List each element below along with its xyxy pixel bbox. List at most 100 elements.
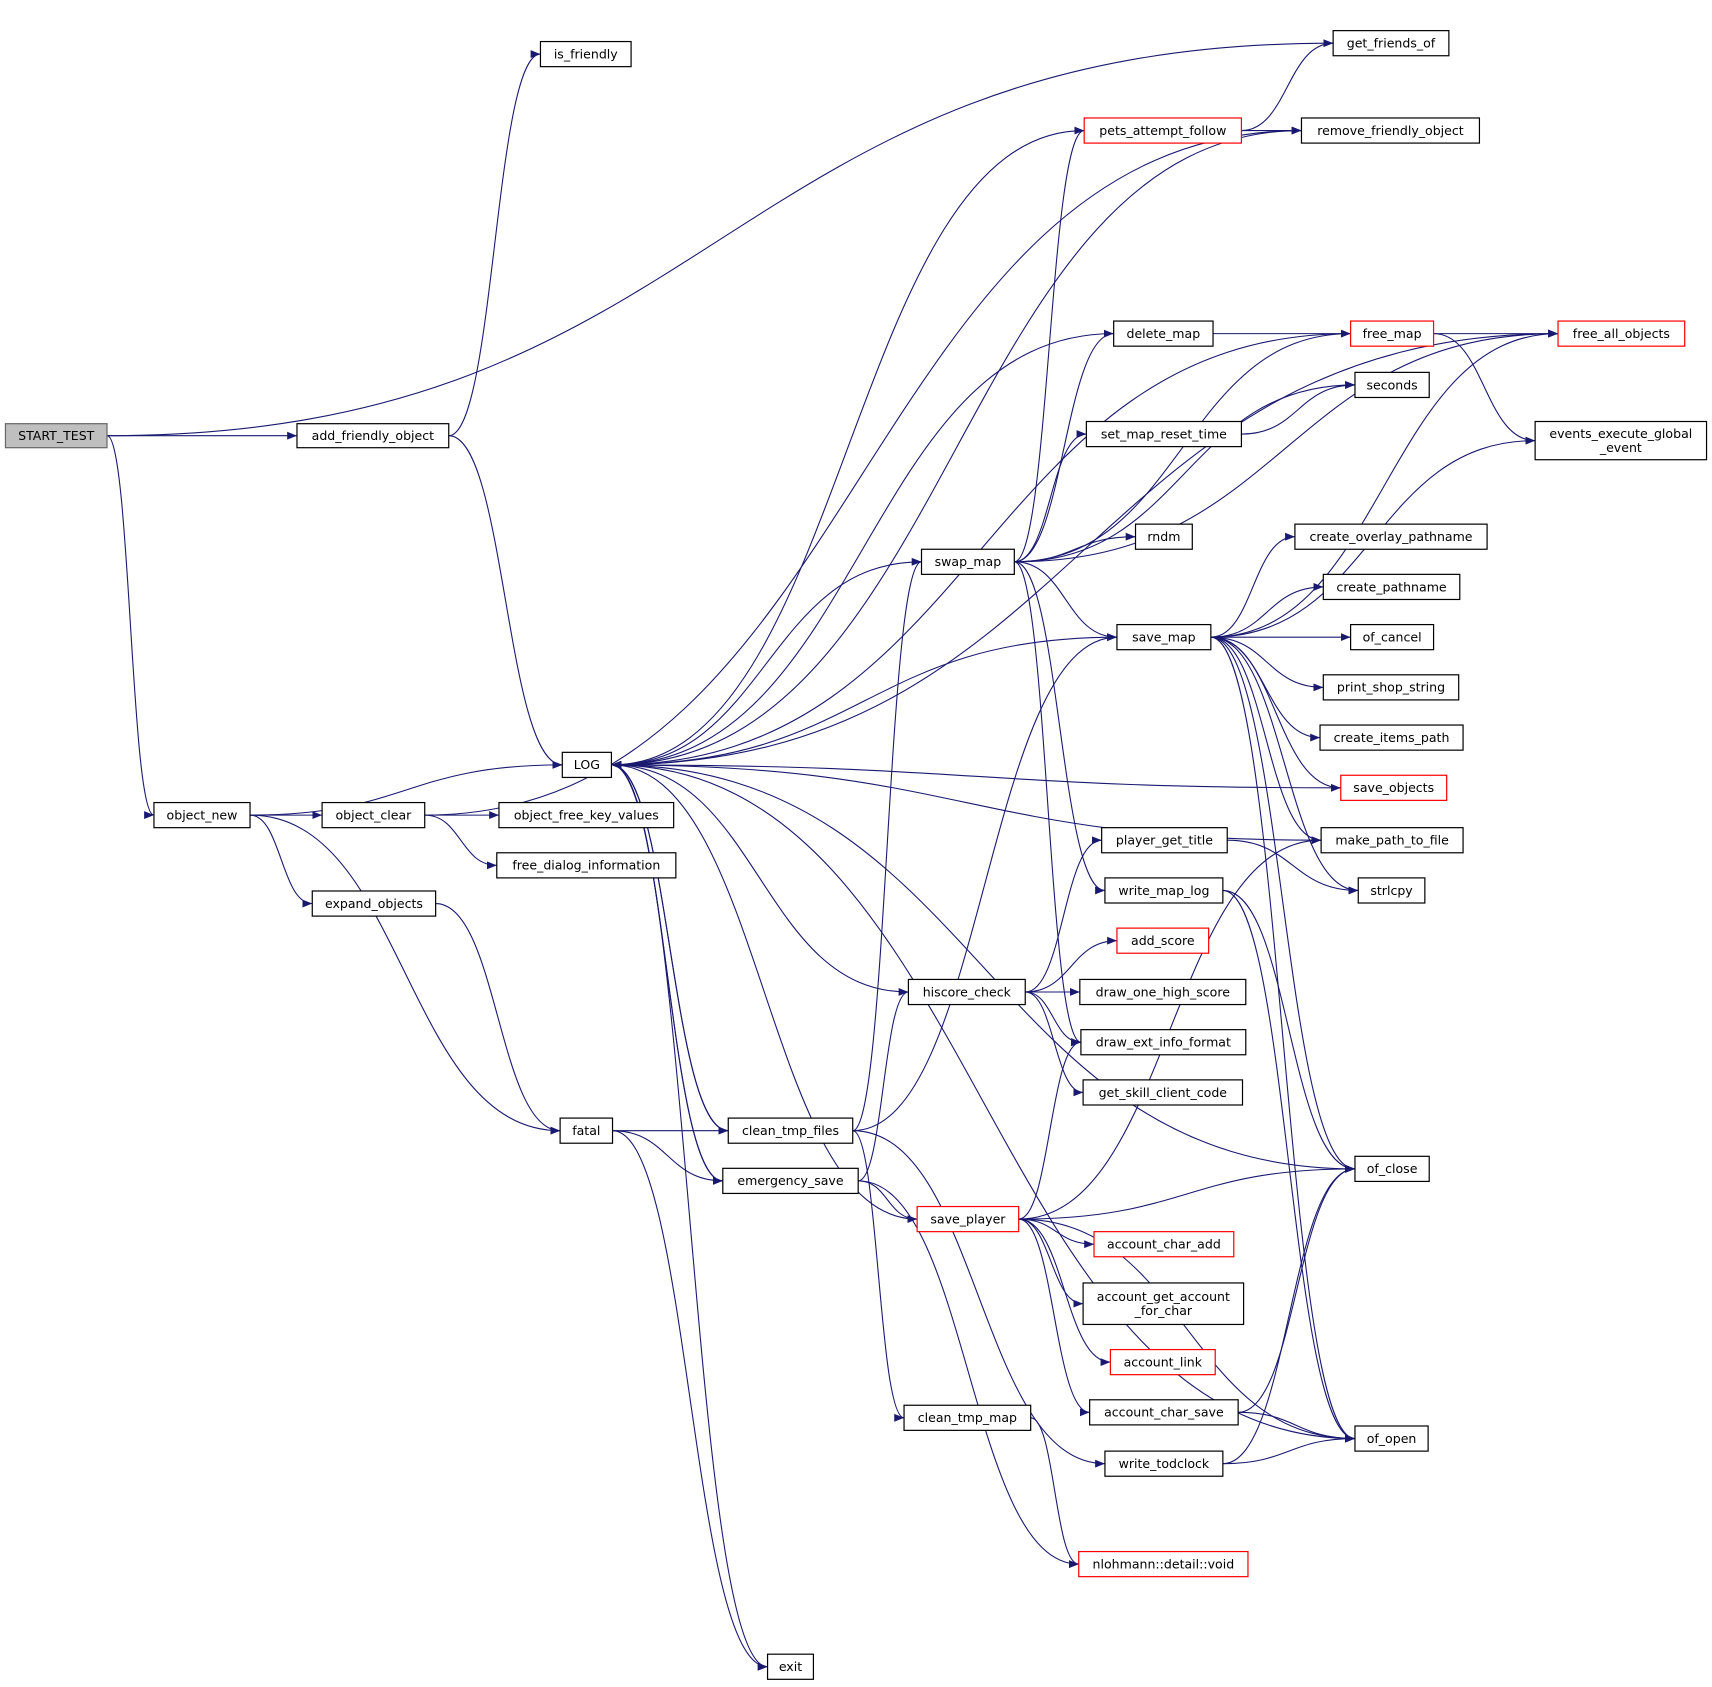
- node-make-path-to-file[interactable]: make_path_to_file: [1320, 827, 1464, 854]
- edge-save-map-to-make-path-to-file: [1210, 636, 1322, 845]
- node-label: account_char_save: [1104, 1405, 1224, 1420]
- node-label: exit: [779, 1659, 802, 1674]
- node-label: make_path_to_file: [1335, 833, 1449, 848]
- node-draw-one-high-score[interactable]: draw_one_high_score: [1079, 978, 1247, 1006]
- node-get-friends-of[interactable]: get_friends_of: [1332, 30, 1450, 57]
- edge-hiscore-check-to-get-skill-client-code: [1025, 991, 1084, 1097]
- node-label: account_link: [1124, 1354, 1203, 1369]
- edge-delete-map-to-log: [611, 333, 1114, 769]
- edge-add-friendly-object-to-log: [448, 435, 563, 769]
- node-start-test[interactable]: START_TEST: [4, 423, 108, 449]
- node-seconds[interactable]: seconds: [1354, 371, 1430, 399]
- edge-hiscore-check-to-draw-ext-info-format: [1025, 991, 1081, 1047]
- node-rndm[interactable]: rndm: [1134, 523, 1193, 550]
- node-write-todclock[interactable]: write_todclock: [1104, 1450, 1224, 1477]
- node-box: [498, 801, 675, 829]
- node-account-get-account-for-char[interactable]: account_get_account_for_char: [1082, 1282, 1245, 1326]
- node-label: LOG: [574, 757, 600, 772]
- node-box: [907, 978, 1026, 1006]
- node-object-free-key-values[interactable]: object_free_key_values: [498, 801, 675, 829]
- node-of-cancel[interactable]: of_cancel: [1350, 623, 1435, 651]
- node-free-dialog-information[interactable]: free_dialog_information: [496, 852, 677, 879]
- edges-layer: [106, 39, 1559, 1671]
- edge-save-player-to-of-open: [1018, 1218, 1355, 1443]
- node-object-clear[interactable]: object_clear: [321, 801, 426, 829]
- node-box: [561, 751, 613, 779]
- node-box: [1340, 774, 1448, 801]
- node-events-execute-global-event[interactable]: events_execute_global_event: [1534, 420, 1708, 461]
- node-save-objects[interactable]: save_objects: [1340, 774, 1448, 801]
- node-delete-map[interactable]: delete_map: [1113, 320, 1214, 347]
- node-get-skill-client-code[interactable]: get_skill_client_code: [1082, 1079, 1244, 1106]
- node-label: emergency_save: [737, 1173, 843, 1188]
- node-save-map[interactable]: save_map: [1116, 623, 1212, 651]
- node-is-friendly[interactable]: is_friendly: [539, 40, 632, 68]
- edge-log-to-clean-tmp-files: [611, 764, 729, 1135]
- node-clean-tmp-files[interactable]: clean_tmp_files: [727, 1117, 854, 1144]
- node-player-get-title[interactable]: player_get_title: [1101, 827, 1228, 854]
- node-hiscore-check[interactable]: hiscore_check: [907, 978, 1026, 1006]
- node-box: [1083, 117, 1243, 144]
- node-write-map-log[interactable]: write_map_log: [1104, 877, 1224, 904]
- node-pets-attempt-follow[interactable]: pets_attempt_follow: [1083, 117, 1243, 144]
- node-label: get_skill_client_code: [1099, 1085, 1228, 1100]
- node-strlcpy[interactable]: strlcpy: [1357, 877, 1426, 904]
- node-account-char-add[interactable]: account_char_add: [1093, 1231, 1235, 1258]
- edge-save-player-to-account-get-account-for-char: [1018, 1218, 1084, 1308]
- edge-save-map-to-create-pathname: [1210, 582, 1324, 638]
- node-print-shop-string[interactable]: print_shop_string: [1322, 674, 1460, 701]
- node-nlohmann-detail-void[interactable]: nlohmann::detail::void: [1078, 1550, 1249, 1578]
- node-label: rndm: [1147, 529, 1180, 544]
- node-label: free_map: [1363, 326, 1422, 341]
- edge-object-new-to-log: [250, 760, 563, 816]
- node-of-close[interactable]: of_close: [1354, 1155, 1430, 1183]
- node-box: [1089, 1399, 1239, 1426]
- node-box: [1082, 1079, 1244, 1106]
- edge-swap-map-to-free-all-objects: [1014, 329, 1559, 563]
- node-box: [1085, 420, 1243, 448]
- node-box: [153, 801, 251, 829]
- node-set-map-reset-time[interactable]: set_map_reset_time: [1085, 420, 1243, 448]
- node-label: strlcpy: [1370, 883, 1413, 898]
- node-label: get_friends_of: [1347, 36, 1436, 51]
- node-exit[interactable]: exit: [766, 1653, 815, 1680]
- edge-emergency-save-to-nlohmann-detail-void: [858, 1180, 1079, 1569]
- node-remove-friendly-object[interactable]: remove_friendly_object: [1300, 117, 1481, 144]
- edge-swap-map-to-write-map-log: [1014, 561, 1105, 895]
- node-add-friendly-object[interactable]: add_friendly_object: [296, 423, 450, 449]
- node-free-all-objects[interactable]: free_all_objects: [1557, 320, 1686, 347]
- node-box: [1104, 877, 1224, 904]
- node-fatal[interactable]: fatal: [559, 1117, 614, 1144]
- node-box: [1101, 827, 1228, 854]
- node-create-items-path[interactable]: create_items_path: [1319, 724, 1464, 751]
- node-draw-ext-info-format[interactable]: draw_ext_info_format: [1080, 1029, 1247, 1056]
- node-label: pets_attempt_follow: [1099, 123, 1226, 138]
- node-expand-objects[interactable]: expand_objects: [311, 890, 437, 917]
- edge-write-map-log-to-of-close: [1222, 889, 1355, 1173]
- node-create-overlay-pathname[interactable]: create_overlay_pathname: [1294, 523, 1488, 550]
- node-box: [1320, 827, 1464, 854]
- node-save-player[interactable]: save_player: [916, 1205, 1020, 1233]
- edge-swap-map-to-seconds: [1014, 381, 1355, 563]
- node-box: [1354, 1155, 1430, 1183]
- node-emergency-save[interactable]: emergency_save: [722, 1167, 859, 1195]
- node-label: _event: [1599, 440, 1642, 455]
- node-clean-tmp-map[interactable]: clean_tmp_map: [903, 1404, 1032, 1431]
- node-label: create_items_path: [1334, 730, 1450, 745]
- node-box: [1350, 623, 1435, 651]
- node-create-pathname[interactable]: create_pathname: [1322, 573, 1461, 601]
- edge-fatal-to-emergency-save: [612, 1130, 723, 1185]
- node-account-link[interactable]: account_link: [1109, 1348, 1216, 1376]
- node-of-open[interactable]: of_open: [1354, 1425, 1429, 1452]
- edge-save-player-to-of-close: [1018, 1164, 1355, 1220]
- node-label: seconds: [1366, 377, 1417, 392]
- edge-emergency-save-to-hiscore-check: [858, 988, 909, 1182]
- node-add-score[interactable]: add_score: [1116, 927, 1210, 954]
- node-free-map[interactable]: free_map: [1350, 320, 1435, 347]
- node-log[interactable]: LOG: [561, 751, 613, 779]
- node-box: [920, 548, 1015, 575]
- node-swap-map[interactable]: swap_map: [920, 548, 1015, 575]
- node-object-new[interactable]: object_new: [153, 801, 251, 829]
- node-label: set_map_reset_time: [1101, 426, 1227, 441]
- node-account-char-save[interactable]: account_char_save: [1089, 1399, 1239, 1426]
